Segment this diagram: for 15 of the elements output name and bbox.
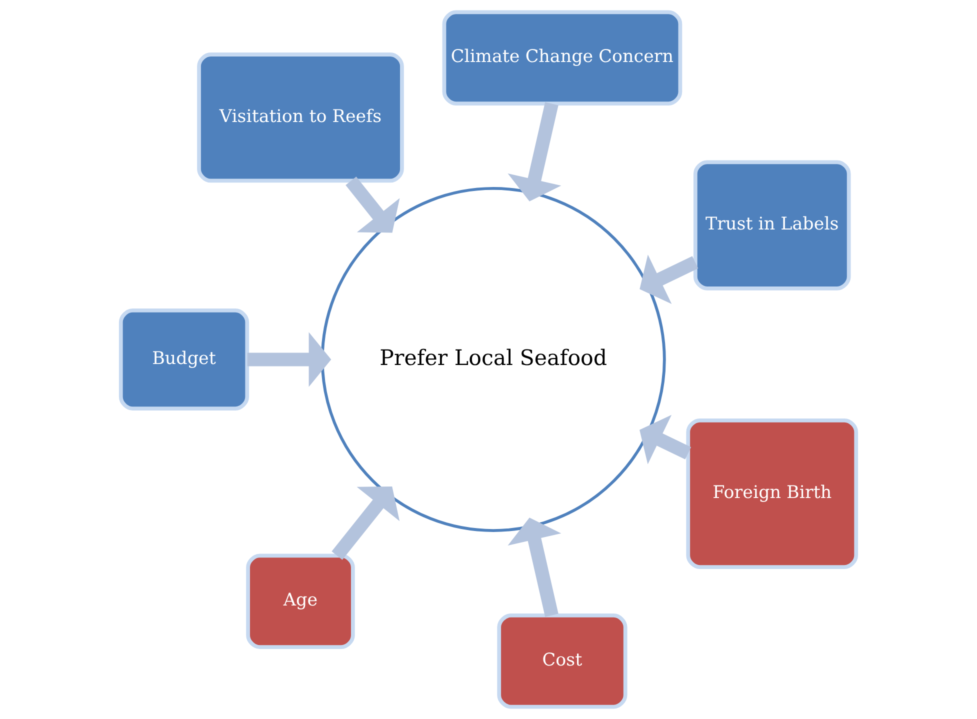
- arrow: [508, 102, 562, 202]
- node-circle: Prefer Local Seafood: [320, 187, 666, 532]
- node-box: Budget: [118, 308, 250, 410]
- node-box: Trust in Labels: [693, 160, 851, 290]
- arrow: [247, 332, 332, 387]
- arrow: [640, 254, 698, 304]
- arrow: [346, 176, 400, 233]
- arrow: [640, 414, 692, 464]
- node-box: Visitation to Reefs: [197, 52, 404, 183]
- node-box: Cost: [497, 614, 628, 709]
- node-box: Age: [246, 554, 355, 649]
- node-box: Foreign Birth: [686, 418, 858, 569]
- arrow: [508, 518, 562, 617]
- arrow: [332, 486, 400, 560]
- node-box: Climate Change Concern: [442, 10, 682, 106]
